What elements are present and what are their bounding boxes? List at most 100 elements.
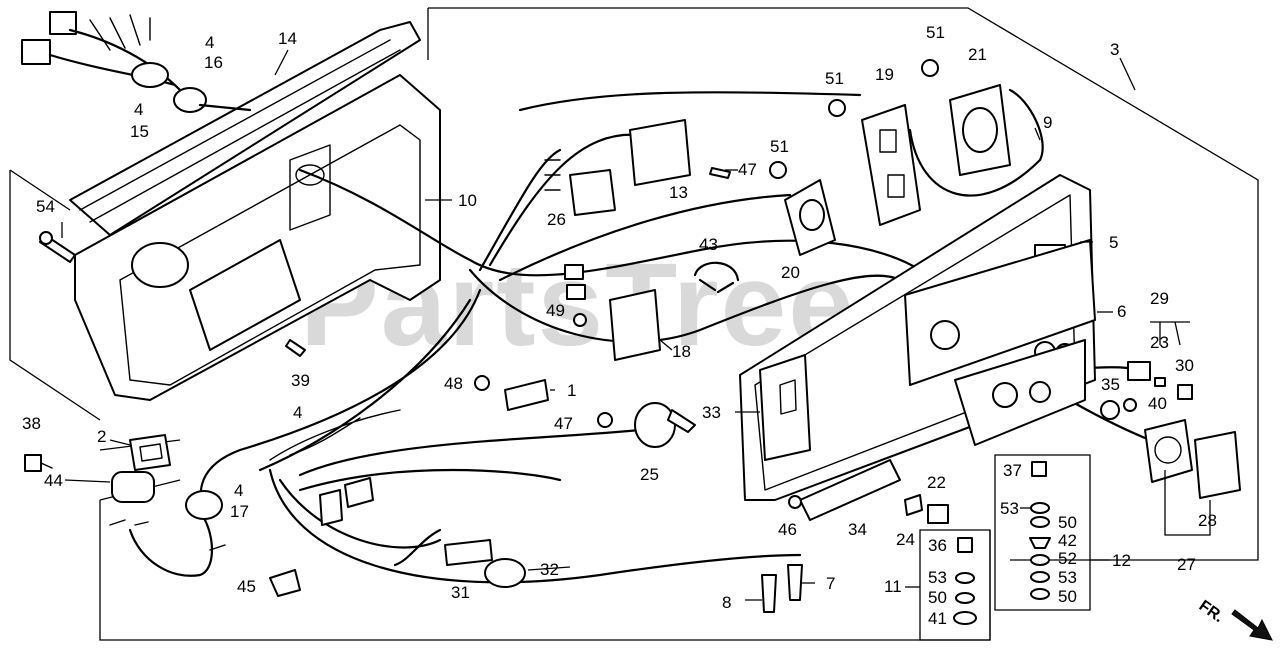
harness-to-breaker — [298, 428, 642, 477]
breaker-33 — [759, 354, 811, 461]
callout-36: 36 — [928, 536, 947, 555]
screw-47-upper — [709, 167, 731, 179]
callout-3: 3 — [1110, 40, 1119, 59]
callout-47-lower: 47 — [554, 414, 573, 433]
callout-4-left: 4 — [234, 481, 243, 500]
callout-11: 11 — [884, 577, 902, 596]
front-direction-label: FR. — [1196, 597, 1227, 626]
nut-51-b — [828, 99, 846, 117]
screw-37 — [1031, 461, 1047, 477]
callout-1: 1 — [567, 381, 576, 400]
meter-cover-28 — [1194, 431, 1241, 499]
clip-24 — [904, 494, 923, 516]
callout-20: 20 — [781, 263, 800, 282]
case-bracket — [289, 144, 331, 231]
coil-body — [189, 239, 301, 351]
screw-39 — [285, 339, 306, 357]
callout-30: 30 — [1175, 356, 1194, 375]
callout-53-a: 53 — [928, 568, 947, 587]
housing-cover-gasket — [69, 21, 421, 236]
callout-38: 38 — [22, 414, 41, 433]
frame-left-group — [9, 169, 101, 421]
grommet-17 — [185, 490, 223, 520]
callout-15: 15 — [130, 122, 149, 141]
callout-2: 2 — [97, 427, 106, 446]
plate-34 — [799, 459, 901, 521]
harness-to-switch-26 — [478, 148, 562, 272]
washer-53c — [1030, 571, 1050, 583]
callout-8: 8 — [722, 593, 731, 612]
grommet-15 — [173, 87, 207, 113]
connector-a — [564, 264, 584, 280]
pilot-light — [1127, 361, 1151, 381]
callout-28: 28 — [1198, 511, 1217, 530]
callout-40: 40 — [1148, 394, 1167, 413]
callout-51-b: 51 — [825, 69, 844, 88]
callout-27: 27 — [1177, 555, 1196, 574]
callout-4-top: 4 — [205, 33, 214, 52]
screw-49 — [573, 313, 587, 327]
panel-hole-1 — [930, 320, 960, 350]
callout-41: 41 — [928, 609, 947, 628]
switch-32 — [484, 558, 526, 588]
connector-mid-1 — [319, 489, 343, 526]
callout-6: 6 — [1117, 302, 1126, 321]
harness-to-outlet-20 — [498, 193, 792, 282]
bolt-54-head — [39, 231, 53, 245]
callout-21: 21 — [968, 45, 987, 64]
control-box-inner-wall — [119, 124, 421, 386]
outlet-19 — [861, 104, 921, 226]
outlet-21-face — [962, 107, 998, 153]
callout-labels: 3 4 16 4 15 14 54 10 39 38 2 44 4 17 4 4… — [22, 23, 1217, 628]
callout-22: 22 — [927, 473, 946, 492]
callout-24: 24 — [896, 530, 915, 549]
connector-left — [21, 39, 51, 65]
lens-30 — [1177, 384, 1193, 400]
outlet-20-face — [799, 199, 825, 231]
terminal-8 — [761, 574, 777, 613]
screw-47-lower — [597, 412, 613, 428]
breaker-25 — [634, 402, 676, 448]
callout-16: 16 — [204, 53, 223, 72]
leader-lines — [61, 49, 1190, 601]
callout-26: 26 — [547, 210, 566, 229]
harness-middle — [468, 268, 902, 343]
housing-cover-ridge — [79, 39, 401, 223]
callout-17: 17 — [230, 502, 249, 521]
callout-43: 43 — [699, 235, 718, 254]
callout-53-b: 53 — [1000, 499, 1019, 518]
callout-18: 18 — [672, 342, 691, 361]
group-11-box — [919, 529, 991, 641]
callout-10: 10 — [458, 191, 477, 210]
ferrite-core-44 — [111, 471, 155, 503]
terminal-7 — [787, 564, 803, 601]
connector-mid-2 — [344, 477, 374, 508]
harness-to-switch — [298, 468, 562, 492]
callout-51-a: 51 — [770, 137, 789, 156]
washer-52 — [1030, 554, 1050, 566]
frame-control-panel-group — [428, 7, 1259, 561]
coil-housing-left — [131, 242, 189, 288]
bolt-38 — [24, 454, 42, 472]
harness-top-wire — [518, 91, 862, 112]
callout-29: 29 — [1150, 289, 1169, 308]
screw-46 — [788, 495, 802, 509]
callout-31: 31 — [451, 583, 470, 602]
screw-35 — [1100, 400, 1120, 420]
nut-50c — [1030, 588, 1050, 600]
terminal-42 — [1029, 537, 1051, 549]
callout-47-upper: 47 — [738, 160, 757, 179]
panel-plate-6 — [904, 239, 1096, 386]
harness-lower-loop — [268, 468, 802, 584]
harness-lower-branch — [278, 478, 442, 549]
switch-26-terminals — [544, 159, 561, 191]
harness-trunk-2 — [258, 298, 472, 472]
lead-wire-loop — [128, 518, 214, 577]
callout-37: 37 — [1003, 461, 1022, 480]
bulb-23 — [1154, 377, 1166, 387]
outlet-19-upper — [879, 129, 897, 153]
washer-53b — [1030, 502, 1050, 514]
relay-13 — [629, 119, 691, 186]
callout-50-b: 50 — [1058, 513, 1077, 532]
